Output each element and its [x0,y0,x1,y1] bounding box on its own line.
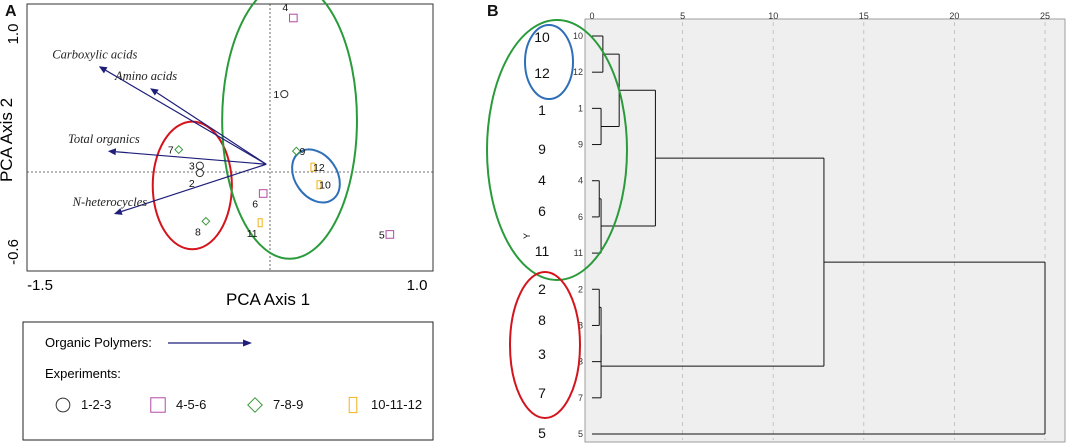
pca-point-label-3: 3 [189,161,195,173]
pca-point-10 [316,180,322,190]
loading-vector-arrowhead-2 [150,88,159,96]
dendrogram-cluster-circle-2 [486,19,628,281]
pca-point-5 [385,230,395,239]
pca-y-axis-label: PCA Axis 2 [0,98,16,182]
pca-point-12 [310,162,316,172]
dendrogram-cluster-circle-1 [524,24,574,100]
pca-point-label-8: 8 [195,226,201,238]
pca-point-label-9: 9 [299,146,305,158]
dendrogram-cluster-circle-3 [509,271,581,419]
pca-point-label-4: 4 [282,2,288,14]
dendrogram-frame [584,18,1066,443]
dendrogram-tick-20: 20 [949,11,959,21]
loading-vector-arrowhead-3 [107,148,117,156]
loading-vector-1 [105,69,267,165]
dendrogram-leaf-label-9: 9 [578,140,583,150]
legend: Organic Polymers: Experiments: 1-2-3 4-5-… [22,321,434,441]
legend-polymers-label: Organic Polymers: [45,335,152,350]
dendrogram-leaf-label-1: 1 [578,103,583,113]
loading-vector-2 [156,92,267,165]
dendrogram-tick-0: 0 [589,11,594,21]
pca-point-label-5: 5 [379,229,385,241]
dendrogram-axis-label: Y [522,233,532,239]
legend-experiments-label: Experiments: [45,366,121,381]
dendrogram-tick-5: 5 [680,11,685,21]
panel-b-letter: B [487,3,499,20]
pca-point-label-12: 12 [313,162,325,174]
dendrogram-outer-label-1: 1 [538,102,546,118]
dendrogram-outer-label-5: 5 [538,425,546,441]
loading-vector-label-3: Total organics [68,132,140,146]
loading-vector-label-4: N-heterocycles [72,195,148,209]
pca-point-label-6: 6 [252,199,258,211]
pca-point-6 [258,189,268,198]
pca-point-7 [174,145,184,155]
pca-point-8 [201,216,211,226]
pca-point-1 [280,89,289,99]
legend-marker-10-11-12 [348,396,358,414]
pca-point-4 [289,13,298,23]
loading-vector-arrowhead-4 [113,208,123,215]
pca-point-label-10: 10 [319,180,331,192]
legend-marker-7-8-9 [247,397,263,413]
dendrogram-outer-label-8: 8 [538,312,546,328]
pca-point-label-2: 2 [189,178,195,190]
loading-vector-4 [121,163,267,213]
panel-a-letter: A [5,3,17,20]
pca-x-axis-label: PCA Axis 1 [226,290,310,309]
loading-vector-label-2: Amino acids [114,69,177,83]
dendrogram-leaf-label-4: 4 [578,176,583,186]
dendrogram-tick-15: 15 [859,11,869,21]
pca-point-label-1: 1 [273,89,279,101]
dendrogram-leaf-label-3: 3 [578,357,583,367]
pca-x-tick-max: 1.0 [407,277,428,294]
loading-vector-arrowhead-1 [98,66,108,74]
loading-vector-3 [115,151,267,165]
dendrogram-leaf-label-8: 8 [578,320,583,330]
dendrogram-leaf-label-12: 12 [573,67,583,77]
dendrogram-leaf-label-5: 5 [578,429,583,439]
legend-marker-1-2-3 [55,397,71,413]
pca-point-9 [291,146,301,156]
pca-point-label-7: 7 [168,145,174,157]
loading-vector-label-1: Carboxylic acids [52,47,137,61]
dendrogram-outer-label-6: 6 [538,203,546,219]
dendrogram-outer-label-4: 4 [538,172,546,188]
legend-box [22,321,434,441]
dendrogram-leaf-label-2: 2 [578,284,583,294]
dendrogram-outer-label-10: 10 [534,29,550,45]
pca-point-2 [195,168,204,178]
dendrogram-outer-label-7: 7 [538,385,546,401]
pca-group-ellipse-2 [221,0,358,260]
dendrogram-tick-25: 25 [1040,11,1050,21]
pca-y-tick-min: -0.6 [5,239,22,265]
pca-point-label-11: 11 [247,228,258,240]
pca-y-tick-max: 1.0 [5,24,22,45]
legend-entry-label-4-5-6: 4-5-6 [176,397,206,412]
dendrogram-leaf-label-10: 10 [573,31,583,41]
dendrogram: 0 5 10 15 20 25 10 12 1 9 4 6 11 2 8 3 7 5 10 12 1 9 4 6 11 2 8 3… [486,11,1066,443]
dendrogram-leaf-label-7: 7 [578,393,583,403]
dendrogram-outer-label-3: 3 [538,346,546,362]
dendrogram-outer-label-9: 9 [538,141,546,157]
dendrogram-leaf-label-6: 6 [578,212,583,222]
dendrogram-outer-label-11: 11 [535,243,550,259]
legend-entry-label-10-11-12: 10-11-12 [371,397,422,412]
legend-entry-label-7-8-9: 7-8-9 [273,397,303,412]
dendrogram-outer-label-12: 12 [534,65,550,81]
legend-polymer-arrowhead [243,339,252,347]
pca-plot-frame [26,3,434,272]
pca-point-11 [257,218,263,228]
dendrogram-tick-10: 10 [768,11,778,21]
dendrogram-leaf-label-11: 11 [574,248,583,258]
legend-marker-4-5-6 [150,397,166,413]
legend-entry-label-1-2-3: 1-2-3 [81,397,111,412]
pca-x-tick-min: -1.5 [27,277,53,294]
pca-point-3 [195,161,204,170]
dendrogram-outer-label-2: 2 [538,281,546,297]
